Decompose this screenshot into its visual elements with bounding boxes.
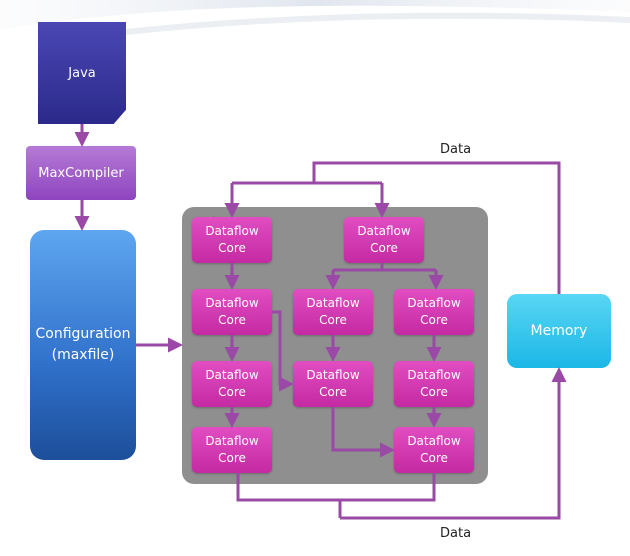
dataflow-core-c4: Dataflow Core	[394, 427, 474, 473]
maxcompiler-label: MaxCompiler	[38, 165, 124, 181]
wire-c4-down	[340, 473, 436, 502]
wire-a4-down	[236, 473, 342, 518]
core-label: Dataflow Core	[306, 368, 360, 399]
core-label: Dataflow Core	[205, 224, 259, 255]
arrow-bus-to-memory	[340, 367, 567, 520]
data-label-bottom: Data	[440, 526, 472, 541]
wire-memory-up	[312, 161, 561, 294]
dataflow-core-a1: Dataflow Core	[192, 217, 272, 263]
core-label: Dataflow Core	[205, 368, 259, 399]
maxcompiler-node: MaxCompiler	[26, 146, 136, 200]
memory-node: Memory	[507, 294, 611, 368]
panel-mark: .	[212, 210, 216, 221]
core-label: Dataflow Core	[205, 434, 259, 465]
java-label: Java	[68, 65, 96, 81]
dataflow-core-a4: Dataflow Core	[192, 427, 272, 473]
core-label: Dataflow Core	[306, 296, 360, 327]
core-label: Dataflow Core	[205, 296, 259, 327]
configuration-label: Configuration (maxfile)	[35, 326, 131, 363]
background-swoosh	[0, 0, 630, 43]
memory-label: Memory	[530, 322, 588, 339]
dataflow-core-b3: Dataflow Core	[293, 361, 373, 407]
arrow-b3-to-c4	[331, 407, 395, 458]
arrow-a2-to-b3	[272, 310, 294, 392]
dataflow-core-a2: Dataflow Core	[192, 289, 272, 335]
dataflow-core-c2: Dataflow Core	[394, 289, 474, 335]
dataflow-core-c3: Dataflow Core	[394, 361, 474, 407]
dataflow-core-b2: Dataflow Core	[293, 289, 373, 335]
core-label: Dataflow Core	[407, 434, 461, 465]
core-label: Dataflow Core	[407, 296, 461, 327]
data-label-top: Data	[440, 142, 472, 157]
core-label: Dataflow Core	[357, 224, 411, 255]
dataflow-core-b1: Dataflow Core	[344, 217, 424, 263]
configuration-node: Configuration (maxfile)	[30, 230, 136, 460]
dataflow-core-a3: Dataflow Core	[192, 361, 272, 407]
java-node: Java	[38, 22, 126, 124]
core-label: Dataflow Core	[407, 368, 461, 399]
